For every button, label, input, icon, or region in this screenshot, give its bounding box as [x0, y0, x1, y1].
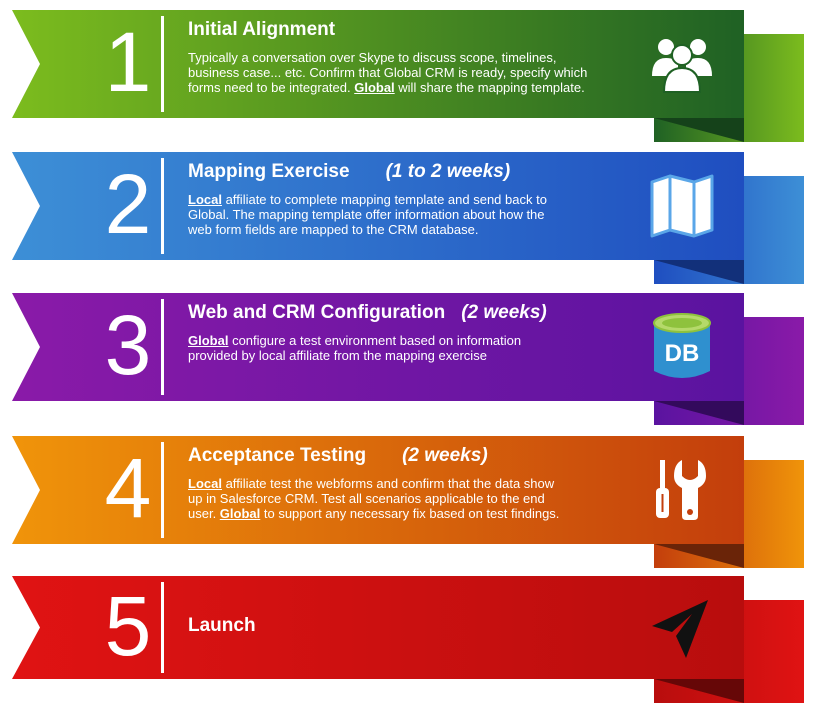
step-divider: [161, 16, 164, 112]
step-number: 4: [104, 441, 152, 535]
description-line: web form fields are mapped to the CRM da…: [188, 222, 547, 237]
step-ribbon: [12, 436, 804, 568]
ribbon-band: [12, 436, 744, 544]
ribbon-fold: [654, 260, 744, 284]
keyword: Local: [188, 192, 222, 207]
step-title-row: Mapping Exercise (1 to 2 weeks): [188, 160, 547, 184]
step-5: 5 Launch: [0, 576, 818, 703]
keyword: Global: [354, 80, 395, 95]
step-content: Mapping Exercise (1 to 2 weeks) Local affi…: [188, 160, 547, 237]
database-icon: DB: [653, 313, 711, 378]
ribbon-fold: [654, 118, 744, 142]
keyword: Global: [188, 333, 229, 348]
ribbon-band: [12, 10, 744, 118]
step-icon: [646, 592, 718, 669]
map-icon: [650, 174, 714, 238]
description-text: affiliate to complete mapping template a…: [221, 192, 547, 207]
description-text: web form fields are mapped to the CRM da…: [188, 222, 479, 237]
description-text: Typically a conversation over Skype to d…: [188, 50, 557, 65]
keyword: Global: [219, 506, 261, 521]
ribbon-fold: [654, 401, 744, 425]
step-title-row: Web and CRM Configuration (2 weeks): [188, 301, 547, 325]
step-icon: [646, 454, 718, 531]
step-divider: [161, 582, 164, 673]
step-title: Acceptance Testing: [188, 445, 367, 466]
step-ribbon: [12, 10, 804, 142]
step-title-row: Initial Alignment: [188, 18, 587, 42]
description-line: provided by local affiliate from the map…: [188, 348, 547, 363]
step-number: 3: [104, 298, 152, 392]
step-number: 5: [104, 579, 152, 673]
step-number: 1: [104, 15, 152, 109]
step-duration: (1 to 2 weeks): [385, 161, 511, 182]
step-duration: (2 weeks): [461, 302, 547, 323]
step-divider: [161, 158, 164, 254]
step-content: Web and CRM Configuration (2 weeks) Global…: [188, 301, 547, 363]
step-description: Local affiliate test the webforms and co…: [188, 476, 559, 521]
step-title-row: Acceptance Testing (2 weeks): [188, 444, 559, 468]
description-line: Global. The mapping template offer infor…: [188, 207, 547, 222]
step-3: 3 Web and CRM Configuration (2 weeks) Globa…: [0, 293, 818, 425]
description-line: up in Salesforce CRM. Test all scenarios…: [188, 491, 559, 506]
step-description: Global configure a test environment base…: [188, 333, 547, 363]
paper-plane-icon: [652, 600, 708, 658]
keyword: Local: [188, 476, 222, 491]
step-title: Web and CRM Configuration: [188, 302, 446, 323]
step-title: Mapping Exercise: [188, 161, 350, 182]
database-icon-label: DB: [665, 340, 700, 367]
tools-icon: [656, 460, 706, 520]
step-divider: [161, 299, 164, 395]
step-content: Acceptance Testing (2 weeks) Local affilia…: [188, 444, 559, 521]
step-divider: [161, 442, 164, 538]
step-2: 2 Mapping Exercise (1 to 2 weeks) Local aff…: [0, 152, 818, 284]
ribbon-fold: [654, 679, 744, 703]
description-line: Typically a conversation over Skype to d…: [188, 50, 587, 65]
description-text: Global. The mapping template offer infor…: [188, 207, 545, 222]
description-text: provided by local affiliate from the map…: [188, 348, 487, 363]
step-icon: DB: [646, 311, 718, 388]
ribbon-band: [12, 293, 744, 401]
people-icon: [652, 39, 712, 93]
description-line: user. Global to support any necessary fi…: [188, 506, 559, 521]
step-description: Local affiliate to complete mapping temp…: [188, 192, 547, 237]
description-line: Local affiliate to complete mapping temp…: [188, 192, 547, 207]
ribbon-band: [12, 576, 744, 679]
description-text: up in Salesforce CRM. Test all scenarios…: [188, 491, 545, 506]
description-line: forms need to be integrated. Global will…: [188, 80, 587, 95]
step-icon: [646, 28, 718, 105]
step-description: Typically a conversation over Skype to d…: [188, 50, 587, 95]
description-text: forms need to be integrated.: [188, 80, 355, 95]
description-text: to support any necessary fix based on te…: [260, 506, 560, 521]
step-title: Launch: [188, 615, 256, 636]
description-text: user.: [188, 506, 220, 521]
step-title: Initial Alignment: [188, 19, 336, 40]
step-icon: [646, 170, 718, 247]
step-content: Launch: [188, 614, 256, 638]
description-line: Global configure a test environment base…: [188, 333, 547, 348]
description-line: business case... etc. Confirm that Globa…: [188, 65, 587, 80]
step-4: 4 Acceptance Testing (2 weeks) Local affili…: [0, 436, 818, 568]
description-text: affiliate test the webforms and confirm …: [221, 476, 555, 491]
ribbon-band: [12, 152, 744, 260]
description-line: Local affiliate test the webforms and co…: [188, 476, 559, 491]
step-title-row: Launch: [188, 614, 256, 638]
step-duration: (2 weeks): [402, 445, 488, 466]
description-text: business case... etc. Confirm that Globa…: [188, 65, 588, 80]
ribbon-fold: [654, 544, 744, 568]
description-text: configure a test environment based on in…: [228, 333, 522, 348]
description-text: will share the mapping template.: [394, 80, 585, 95]
step-number: 2: [104, 157, 152, 251]
